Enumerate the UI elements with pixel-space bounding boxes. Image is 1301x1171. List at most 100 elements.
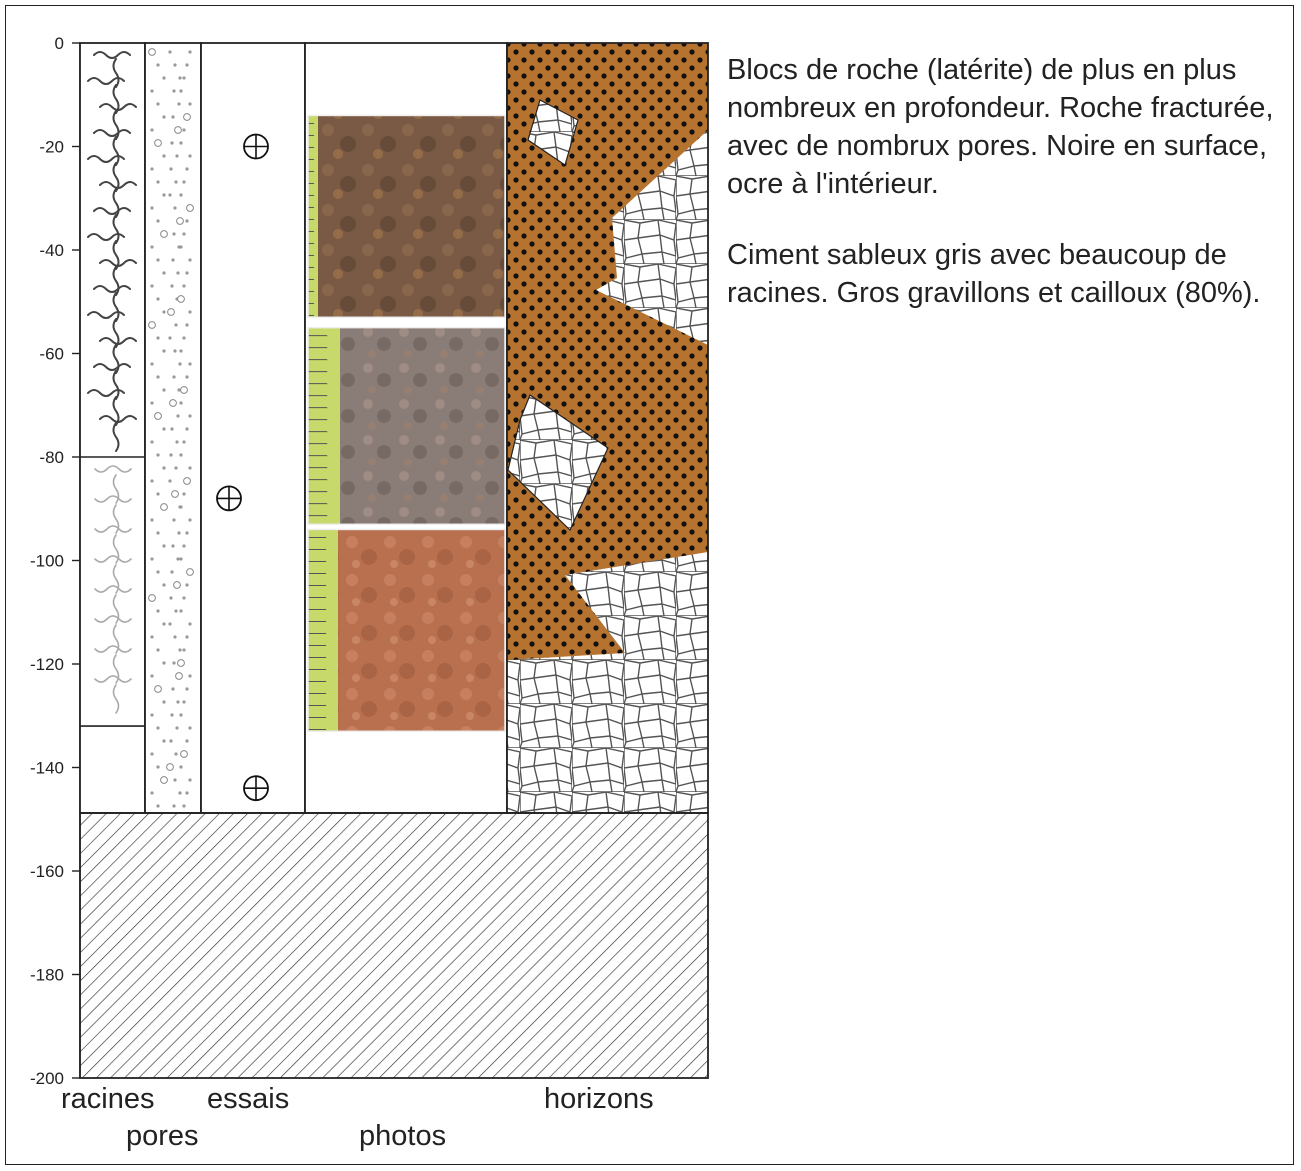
measuring-tape xyxy=(308,115,318,318)
depth-tick-label: -20 xyxy=(39,138,64,157)
pore-mark xyxy=(171,544,175,548)
pore-mark xyxy=(156,648,160,652)
pore-mark xyxy=(162,427,166,431)
pore-mark xyxy=(160,503,168,511)
pore-mark xyxy=(148,321,156,329)
pore-mark xyxy=(179,609,183,613)
root-mark xyxy=(87,77,125,85)
pore-mark xyxy=(156,219,160,223)
root-mark xyxy=(112,370,120,400)
pore-mark xyxy=(175,726,179,730)
pore-mark xyxy=(178,791,182,795)
pore-mark xyxy=(170,570,174,574)
pore-mark xyxy=(162,154,166,158)
racines-column xyxy=(79,42,146,814)
pore-mark xyxy=(176,557,180,561)
soil-photo-3 xyxy=(307,528,506,733)
pore-mark xyxy=(150,518,154,522)
pore-mark xyxy=(179,89,183,93)
pore-mark xyxy=(188,466,192,470)
pore-mark xyxy=(162,310,166,314)
horizon-2-description: Ciment sableux gris avec beaucoup de rac… xyxy=(727,239,1261,309)
pore-mark xyxy=(160,776,168,784)
root-mark xyxy=(94,675,132,683)
pore-mark xyxy=(168,336,172,340)
pore-mark xyxy=(182,440,186,444)
pore-mark xyxy=(185,63,189,67)
pore-mark xyxy=(176,700,180,704)
pore-mark xyxy=(180,386,188,394)
pore-mark xyxy=(182,648,186,652)
pore-mark xyxy=(179,401,183,405)
pore-mark xyxy=(150,635,154,639)
depth-tick-label: -100 xyxy=(30,552,64,571)
pore-mark xyxy=(188,310,192,314)
pore-mark xyxy=(150,479,154,483)
root-mark xyxy=(112,110,120,140)
pore-mark xyxy=(179,349,183,353)
pore-mark xyxy=(150,557,154,561)
pore-mark xyxy=(185,791,189,795)
pore-mark xyxy=(172,89,176,93)
depth-tick-label: -80 xyxy=(39,448,64,467)
pore-mark xyxy=(150,128,154,132)
essais-label: essais xyxy=(207,1083,290,1115)
pore-mark xyxy=(156,180,160,184)
pore-mark xyxy=(182,180,186,184)
root-mark xyxy=(112,292,120,322)
pores-pattern xyxy=(148,48,194,808)
pore-mark xyxy=(171,115,175,119)
essai-marker-icon xyxy=(243,775,269,802)
root-mark xyxy=(99,181,137,189)
pore-mark xyxy=(175,672,183,680)
pore-mark xyxy=(185,427,189,431)
root-mark xyxy=(112,422,120,452)
pore-mark xyxy=(185,583,189,587)
pore-mark xyxy=(150,362,154,366)
pore-mark xyxy=(172,232,176,236)
horizons-label: horizons xyxy=(544,1083,654,1115)
pore-mark xyxy=(150,440,154,444)
pore-mark xyxy=(188,778,192,782)
pore-mark xyxy=(178,76,182,80)
essai-marker-icon xyxy=(216,485,242,512)
pore-mark xyxy=(162,544,166,548)
pore-mark xyxy=(162,271,166,275)
pore-mark xyxy=(176,271,180,275)
roots-dense-pattern xyxy=(87,51,137,452)
depth-tick-label: -180 xyxy=(30,966,64,985)
pore-mark xyxy=(179,193,183,197)
root-mark xyxy=(112,84,120,114)
pore-mark xyxy=(188,414,192,418)
pore-mark xyxy=(168,622,172,626)
root-mark xyxy=(87,155,125,163)
pore-mark xyxy=(182,76,186,80)
pore-mark xyxy=(169,399,177,407)
pore-mark xyxy=(173,63,177,67)
pore-mark xyxy=(166,763,174,771)
pore-mark xyxy=(154,685,162,693)
pore-mark xyxy=(179,713,183,717)
pore-mark xyxy=(162,661,166,665)
root-mark xyxy=(112,58,120,88)
measuring-tape xyxy=(308,327,340,525)
pore-mark xyxy=(173,635,177,639)
pores-label: pores xyxy=(126,1120,199,1152)
pore-mark xyxy=(171,258,175,262)
pore-mark xyxy=(150,206,154,210)
pores-column xyxy=(144,42,202,814)
pore-mark xyxy=(154,412,162,420)
pore-mark xyxy=(150,401,154,405)
root-mark xyxy=(87,233,125,241)
depth-axis: 0-20-40-60-80-100-120-140-160-180-200 xyxy=(30,34,81,1088)
root-mark xyxy=(93,207,131,215)
rock-block-2 xyxy=(507,394,609,532)
root-mark xyxy=(99,415,137,423)
figure-frame xyxy=(5,5,1294,1165)
pore-mark xyxy=(167,308,175,316)
pore-mark xyxy=(185,687,189,691)
pore-mark xyxy=(185,375,189,379)
pore-mark xyxy=(185,167,189,171)
essais-column-frame xyxy=(200,42,306,814)
root-mark xyxy=(87,311,125,319)
